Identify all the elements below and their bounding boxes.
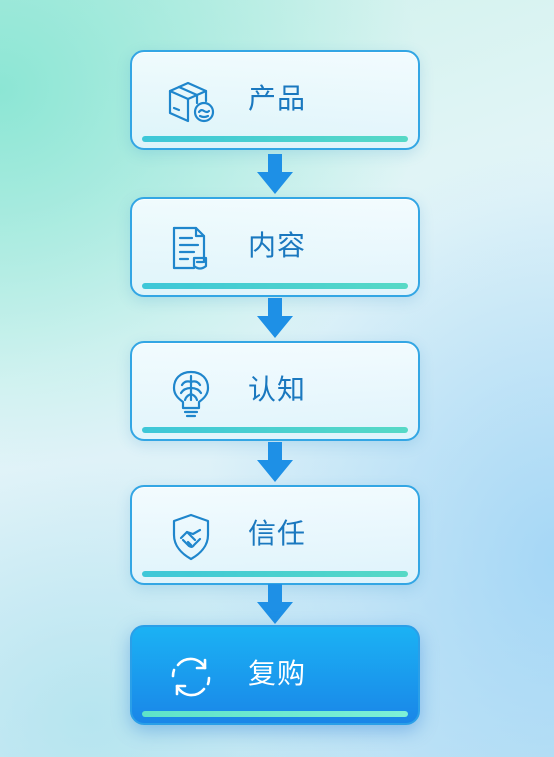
step-product: 产品 (130, 50, 420, 150)
step-cognition: 认知 (130, 341, 420, 441)
step-label: 内容 (248, 229, 307, 262)
accent-bar (142, 571, 408, 577)
brain-bulb-icon (164, 366, 218, 420)
shield-handshake-icon (164, 510, 218, 564)
step-trust: 信任 (130, 485, 420, 585)
step-content: 内容 (130, 197, 420, 297)
step-repurchase: 复购 (130, 625, 420, 725)
arrow-down-icon (253, 152, 297, 196)
accent-bar (142, 427, 408, 433)
accent-bar (142, 136, 408, 142)
arrow-down-icon (253, 296, 297, 340)
step-label: 复购 (248, 657, 307, 690)
product-box-icon (164, 75, 218, 129)
arrow-down-icon (253, 440, 297, 484)
document-icon (164, 222, 218, 276)
refresh-cycle-icon (164, 650, 218, 704)
arrow-down-icon (253, 582, 297, 626)
accent-bar (142, 283, 408, 289)
step-label: 认知 (248, 373, 307, 406)
accent-bar (142, 711, 408, 717)
step-label: 产品 (248, 82, 307, 115)
step-label: 信任 (248, 517, 307, 550)
